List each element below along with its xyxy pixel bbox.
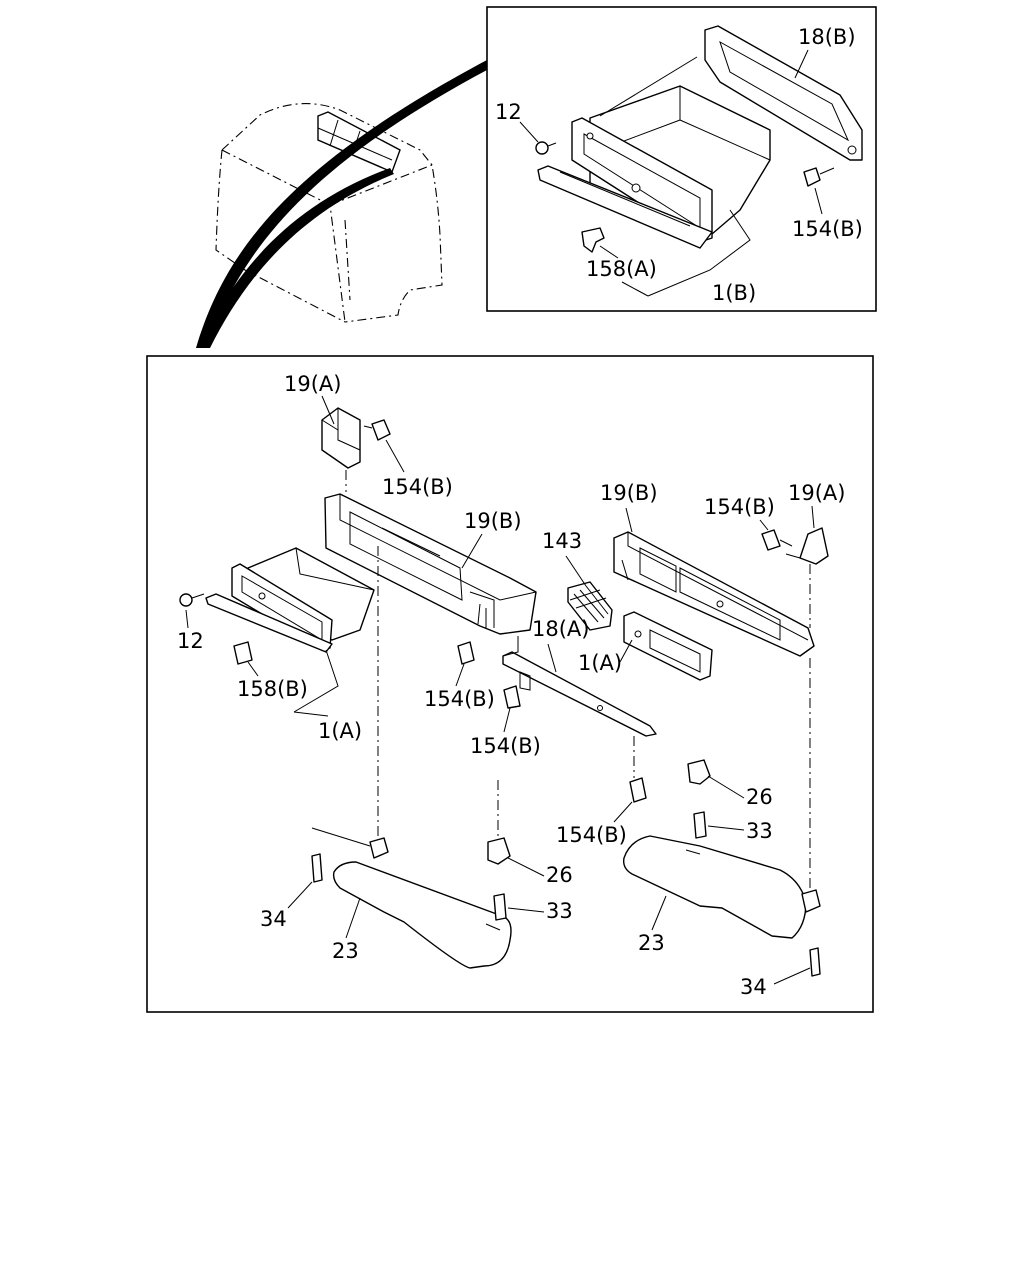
inset-frame <box>486 6 877 312</box>
callout-34-right: 34 <box>740 975 767 999</box>
callout-154b-center-a: 154(B) <box>424 687 495 711</box>
callout-19a-right: 19(A) <box>788 481 845 505</box>
callout-26-right: 26 <box>746 785 773 809</box>
callout-154b-right: 154(B) <box>704 495 775 519</box>
callout-1a-left: 1(A) <box>318 719 362 743</box>
left-console-assembly <box>179 407 537 840</box>
callout-23-left: 23 <box>332 939 359 963</box>
callout-23-right: 23 <box>638 931 665 955</box>
callout-19b-right: 19(B) <box>600 481 658 505</box>
callout-19b-center: 19(B) <box>464 509 522 533</box>
callout-158a: 158(A) <box>586 257 657 281</box>
callout-154b: 154(B) <box>792 217 863 241</box>
callout-18b: 18(B) <box>798 25 856 49</box>
callout-1b: 1(B) <box>712 281 756 305</box>
callout-12: 12 <box>495 100 522 124</box>
sun-visors <box>311 827 821 977</box>
callout-154b-center-b: 154(B) <box>470 734 541 758</box>
callout-33-center: 33 <box>546 899 573 923</box>
callout-18a: 18(A) <box>532 617 589 641</box>
callout-12-left: 12 <box>177 629 204 653</box>
callout-26-center: 26 <box>546 863 573 887</box>
callout-154b-right-lower: 154(B) <box>556 823 627 847</box>
center-parts <box>457 581 713 842</box>
callout-143: 143 <box>542 529 582 553</box>
right-console-assembly <box>613 527 829 890</box>
cab-overview <box>215 103 443 323</box>
main-frame <box>146 355 874 1013</box>
callout-154b-left-top: 154(B) <box>382 475 453 499</box>
main-callouts: 19(A) 154(B) 19(B) 12 158(B) 1(A) 154(B)… <box>177 372 845 999</box>
callout-1a-center: 1(A) <box>578 651 622 675</box>
leader-swoosh <box>196 60 487 348</box>
inset-callouts: 18(B) 12 154(B) 158(A) 1(B) <box>495 25 863 305</box>
callout-158b: 158(B) <box>237 677 308 701</box>
callout-34-left: 34 <box>260 907 287 931</box>
callout-19a-left: 19(A) <box>284 372 341 396</box>
callout-33-right: 33 <box>746 819 773 843</box>
inset-assembly-1b <box>535 25 863 253</box>
